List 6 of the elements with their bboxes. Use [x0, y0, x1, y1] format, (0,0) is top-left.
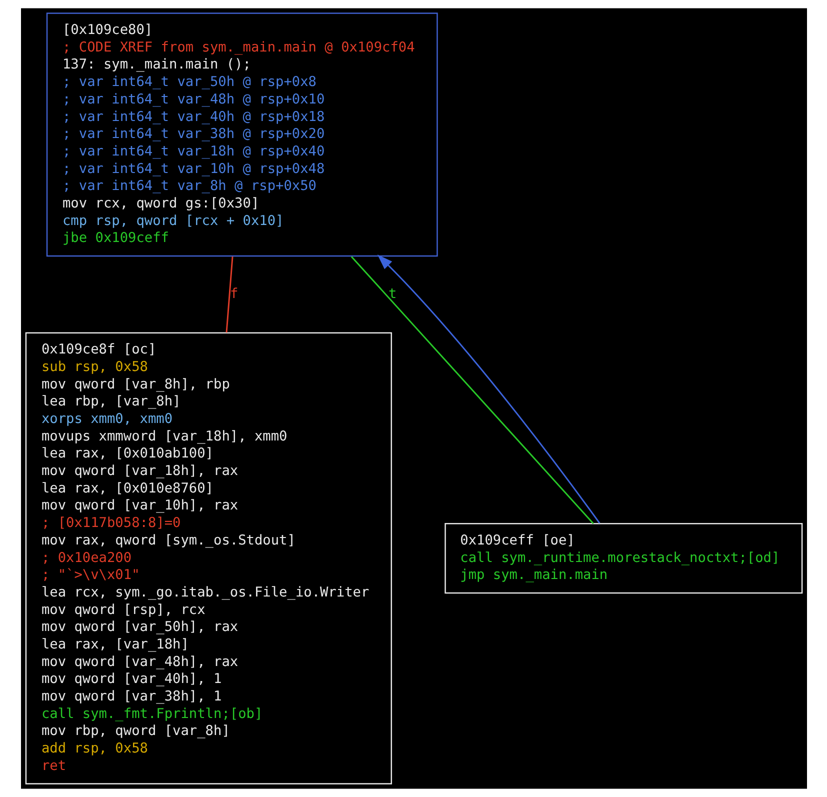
edge-label: f	[229, 286, 238, 302]
node-box: 0x109ceff [oe] call sym._runtime.morestack_noctxt;[od] jmp sym._main.main	[444, 523, 802, 594]
edge-label: t	[388, 286, 396, 302]
connector	[225, 256, 233, 333]
node-box: 0x109ce8f [oc] sub rsp, 0x58 mov qword [var_8h], rbp lea rbp, [var_8h] xorps xmm0, xmm0 movups xmmword [var_18h], xmm0 lea rax, [0x010ab100] mov qword [var_18h], rax lea rax, [0x010e8760] mov qword [var_10h], rax ; [0x117b058:8]=0 mov rax, qword [sym._os.Stdout] ; 0x10ea200 ; "`>\v\x01" lea rcx, sym._go.itab._os.File_io.Writer mov qword [rsp], rcx mov qword [var_50h], rax lea rax, [var_18h] mov qword [var_48h], rax mov qword [var_40h], 1 mov qword [var_38h], 1 call sym._fmt.Fprintln;[ob] mov rbp, qword [var_8h] add rsp, 0x58 ret	[24, 332, 392, 784]
node-box: [0x109ce80] ; CODE XREF from sym._main.main @ 0x109cf04 137: sym._main.main (); ; var int64_t var_50h @ rsp+0x8 ; var int64_t var_48h @ rsp+0x10 ; var int64_t var_40h @ rsp+0x18 ; var int64_t var_38h @ rsp+0x20 ; var int64_t var_18h @ rsp+0x40 ; var int64_t var_10h @ rsp+0x48 ; var int64_t var_8h @ rsp+0x50 mov rcx, qword gs:[0x30] cmp rsp, qword [rcx + 0x10] jbe 0x109ceff	[46, 12, 438, 257]
